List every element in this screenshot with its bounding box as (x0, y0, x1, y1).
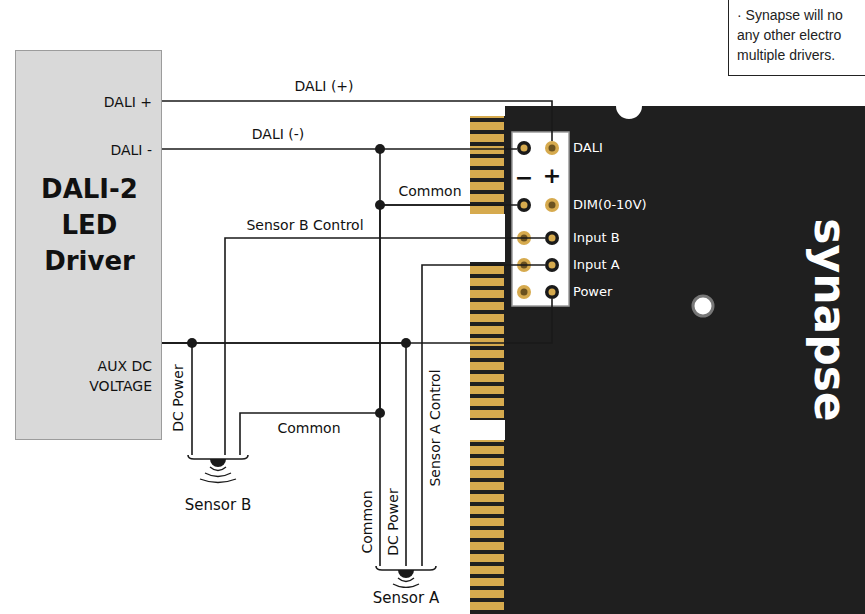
sensor-symbol: Sensor B (181, 455, 255, 515)
wire-connector (162, 148, 470, 150)
pcb-body (505, 106, 865, 614)
edge-finger-contacts (470, 116, 504, 214)
header-pin (545, 285, 559, 299)
wire-label: Common (396, 183, 463, 200)
sensor-lens (376, 566, 436, 570)
header-pin (517, 198, 531, 212)
pin-header (512, 132, 569, 306)
pin-hole (521, 289, 528, 296)
terminal-label: AUX DC VOLTAGE (57, 356, 152, 396)
header-pin (545, 231, 559, 245)
sensor-icon (374, 566, 438, 588)
wire-label: Common (275, 420, 342, 437)
pin-hole (521, 202, 528, 209)
note-text: · Synapse will no any other electro mult… (737, 5, 865, 65)
common-wire (379, 149, 381, 205)
pin-label: Input A (573, 256, 620, 274)
terminal-label: DALI - (110, 141, 152, 159)
wire-label: Sensor B Control (244, 217, 365, 234)
edge-finger-contacts (470, 262, 504, 420)
brand-logo: synapse (806, 218, 854, 421)
edge-finger-contacts (470, 440, 504, 614)
wire-label: DC Power (170, 362, 187, 433)
wire-stub (470, 237, 545, 239)
led-driver-box: DALI + DALI - DALI-2 LED DriverAUX DC VOLT… (15, 50, 162, 440)
edge-finger-tab (470, 440, 506, 614)
junction-dots (187, 144, 411, 418)
wire-connector (162, 101, 552, 106)
polarity-sign: − (515, 166, 533, 190)
pin-hole (549, 262, 556, 269)
wire-label: DALI (+) (292, 78, 355, 95)
pin-label: DIM(0-10V) (573, 196, 647, 214)
wire-stub (551, 106, 553, 141)
wire-connector (380, 205, 470, 566)
sensor-symbol: Sensor A (369, 566, 443, 608)
sensor-icon (186, 455, 250, 495)
mounting-hole (693, 296, 713, 316)
pin-hole (549, 289, 556, 296)
wire-connector (162, 343, 406, 566)
sensor-dome (210, 459, 226, 467)
sensor-lens (188, 455, 248, 459)
pin-hole (549, 202, 556, 209)
terminal-label: DALI + (104, 93, 152, 111)
sensor-wave (210, 467, 226, 471)
sensor-label: Sensor B (185, 496, 251, 515)
synapse-board: DALI DIM(0-10V) Input B Input A Power −+ synap… (470, 106, 865, 614)
wire-stubs (380, 106, 552, 343)
header-pin (517, 285, 531, 299)
sensor-wave (398, 578, 414, 582)
header-pin (545, 141, 559, 155)
polarity-sign: + (543, 164, 561, 188)
wire-label: DC Power (385, 486, 402, 557)
wire-connector (162, 343, 192, 455)
sensor-wave (205, 473, 231, 477)
sensor-wave (200, 479, 236, 483)
header-pin (545, 258, 559, 272)
wire-label: DALI (-) (250, 126, 306, 143)
edge-finger-tab (470, 262, 506, 420)
pin-label: DALI (573, 139, 603, 157)
wire-label: Sensor A Control (427, 367, 444, 488)
sensor-label: Sensor A (373, 589, 439, 608)
wire-connector (422, 265, 470, 566)
pin-hole (549, 145, 556, 152)
wire-stub (470, 264, 545, 266)
sensor-dome (398, 570, 414, 578)
pin-hole (549, 235, 556, 242)
edge-finger-tab (470, 116, 506, 214)
header-pin (545, 198, 559, 212)
wire-stub (470, 299, 552, 343)
wire-label: Common (359, 488, 376, 555)
device-title: DALI-2 LED Driver (24, 171, 155, 279)
pin-label: Power (573, 283, 612, 301)
pin-hole (521, 145, 528, 152)
wire-stub (470, 148, 517, 150)
note-box: · Synapse will no any other electro mult… (728, 0, 865, 76)
sensor-wave (393, 584, 419, 588)
header-pin (517, 141, 531, 155)
pin-label: Input B (573, 229, 620, 247)
wire-stub (470, 204, 517, 206)
